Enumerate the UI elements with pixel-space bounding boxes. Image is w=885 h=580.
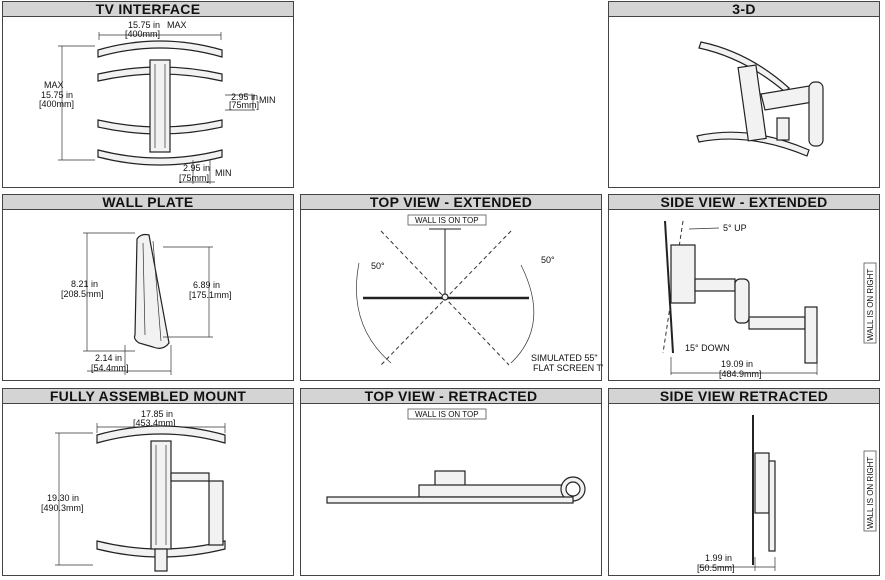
width-top-suffix: MAX bbox=[167, 20, 187, 30]
center-plate bbox=[150, 440, 172, 550]
inner-mm: [175.1mm] bbox=[189, 290, 232, 300]
width-top-mm: [400mm] bbox=[125, 29, 160, 39]
rail-bottom bbox=[97, 149, 223, 166]
arm-upper bbox=[170, 472, 210, 482]
side-retracted-drawing: 1.99 in [50.5mm] WALL IS ON RIGHT bbox=[697, 415, 877, 573]
top-retracted-drawing: WALL IS ON TOP bbox=[326, 408, 586, 504]
width-in: 17.85 in bbox=[141, 409, 173, 419]
panel-title: SIDE VIEW - EXTENDED bbox=[609, 195, 879, 210]
height-in: 19.30 in bbox=[47, 493, 79, 503]
center-plate bbox=[737, 64, 767, 142]
wall-note: WALL IS ON RIGHT bbox=[866, 457, 875, 529]
wall-plate bbox=[208, 480, 224, 546]
wall-plate bbox=[768, 460, 776, 552]
panel-title: 3-D bbox=[609, 2, 879, 17]
tilt-head bbox=[754, 452, 770, 514]
panel-title: TV INTERFACE bbox=[3, 2, 293, 17]
panel-fully-assembled: FULLY ASSEMBLED MOUNT 17.85 in [453.4mm]… bbox=[2, 388, 294, 576]
width-top-label: 15.75 in bbox=[128, 20, 160, 30]
panel-side-extended: SIDE VIEW - EXTENDED 5° UP 15° DOWN 19.0… bbox=[608, 194, 880, 381]
height-mm: [400mm] bbox=[39, 99, 74, 109]
panel-wall-plate: WALL PLATE 8.21 in [208.5mm] 6.89 in [17… bbox=[2, 194, 294, 381]
tv-tilt-up bbox=[664, 220, 674, 354]
tv-note-1: SIMULATED 55" bbox=[531, 353, 598, 363]
vmin-mm: [75mm] bbox=[229, 100, 259, 110]
side-extended-drawing: 5° UP 15° DOWN 19.09 in [484.9mm] WALL I… bbox=[662, 220, 877, 379]
angle-right: 50° bbox=[541, 255, 555, 265]
wall-plate-body bbox=[133, 233, 170, 349]
panel-side-retracted: SIDE VIEW RETRACTED 1.99 in [50.5mm] WAL… bbox=[608, 388, 880, 576]
height-mm: [208.5mm] bbox=[61, 289, 104, 299]
width-mm: [54.4mm] bbox=[91, 363, 129, 373]
panel-title: FULLY ASSEMBLED MOUNT bbox=[3, 389, 293, 404]
panel-title: WALL PLATE bbox=[3, 195, 293, 210]
arm-upper bbox=[694, 278, 736, 292]
arm-lower bbox=[748, 316, 806, 330]
panel-3d: 3-D bbox=[608, 1, 880, 188]
width-mm: [453.4mm] bbox=[133, 418, 176, 428]
hmin-in: 2.95 in bbox=[183, 163, 210, 173]
arm-joint bbox=[734, 278, 750, 324]
depth-in: 1.99 in bbox=[705, 553, 732, 563]
tilt-head bbox=[670, 244, 696, 304]
top-extended-drawing: WALL IS ON TOP 50° 50° SIMULATED 55" FLA… bbox=[356, 214, 603, 373]
tilt-down: 15° DOWN bbox=[685, 343, 730, 353]
arm-joint bbox=[776, 117, 790, 141]
wall-note: WALL IS ON TOP bbox=[415, 216, 479, 225]
height-prefix: MAX bbox=[44, 80, 64, 90]
rail-top bbox=[97, 40, 223, 58]
tv-outline bbox=[326, 496, 574, 504]
three-d-drawing bbox=[696, 41, 824, 157]
tv-interface-drawing: 15.75 in MAX [400mm] MAX 15.75 in [400mm… bbox=[39, 20, 276, 184]
wall-plate-drawing: 8.21 in [208.5mm] 6.89 in [175.1mm] 2.14… bbox=[61, 232, 232, 375]
height-in: 8.21 in bbox=[71, 279, 98, 289]
fully-assembled-drawing: 17.85 in [453.4mm] 19.30 in [490.3mm] bbox=[41, 409, 226, 572]
tilt-up: 5° UP bbox=[723, 223, 747, 233]
height-in: 15.75 in bbox=[41, 90, 73, 100]
arm-retracted bbox=[418, 484, 580, 498]
wall-plate bbox=[808, 81, 824, 147]
arm bbox=[760, 85, 814, 111]
angle-left: 50° bbox=[371, 261, 385, 271]
tilt-knob bbox=[154, 548, 168, 572]
wall-plate bbox=[804, 306, 818, 364]
panel-top-extended: TOP VIEW - EXTENDED WALL IS ON TOP 50° 5… bbox=[300, 194, 603, 381]
rail-bottom bbox=[696, 131, 810, 157]
hmin-suffix: MIN bbox=[215, 168, 232, 178]
height-mm: [490.3mm] bbox=[41, 503, 84, 513]
wall-note: WALL IS ON TOP bbox=[415, 410, 479, 419]
vmin-in: 2.95 in bbox=[231, 92, 258, 102]
rail-top bbox=[96, 425, 226, 444]
panel-top-retracted: TOP VIEW - RETRACTED WALL IS ON TOP bbox=[300, 388, 602, 576]
depth-mm: [484.9mm] bbox=[719, 369, 762, 379]
inner-in: 6.89 in bbox=[193, 280, 220, 290]
hmin-mm: [75mm] bbox=[179, 173, 209, 183]
width-in: 2.14 in bbox=[95, 353, 122, 363]
panel-title: SIDE VIEW RETRACTED bbox=[609, 389, 879, 404]
panel-title: TOP VIEW - EXTENDED bbox=[301, 195, 601, 210]
center-plate bbox=[149, 59, 171, 153]
depth-in: 19.09 in bbox=[721, 359, 753, 369]
wall-note: WALL IS ON RIGHT bbox=[866, 269, 875, 341]
depth-mm: [50.5mm] bbox=[697, 563, 735, 573]
panel-tv-interface: TV INTERFACE 15.75 in MAX [400mm] MAX 15… bbox=[2, 1, 294, 188]
panel-title: TOP VIEW - RETRACTED bbox=[301, 389, 601, 404]
tv-note-2: FLAT SCREEN TV bbox=[533, 363, 603, 373]
vmin-suffix: MIN bbox=[259, 95, 276, 105]
